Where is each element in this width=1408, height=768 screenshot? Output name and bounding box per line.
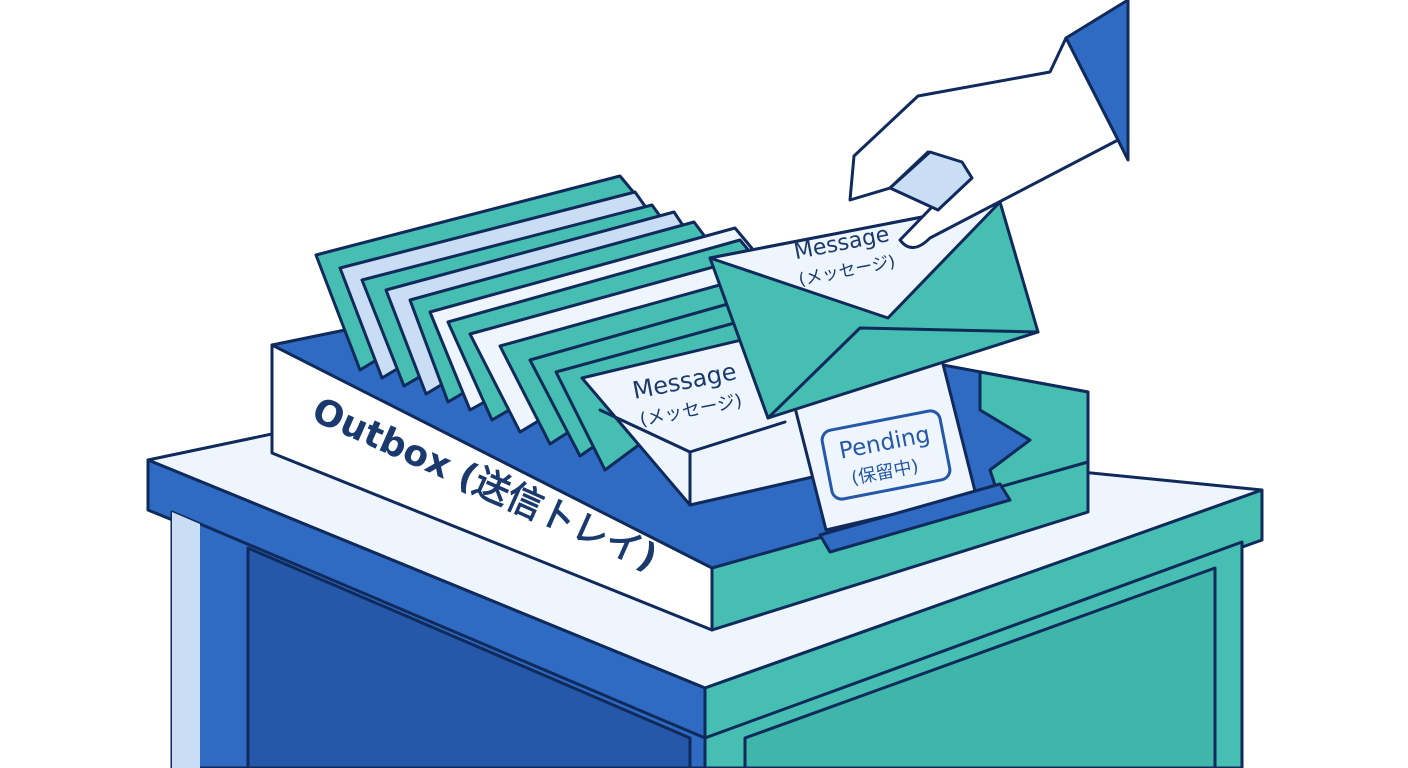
hand-thumb: [888, 150, 974, 212]
cabinet-light-strip: [172, 512, 200, 768]
cabinet-front-panel: [246, 546, 692, 768]
tray-front-slot: [818, 482, 1012, 554]
hand: [848, 0, 1130, 249]
pending-card: Pending (保留中): [788, 358, 978, 532]
desk-top-side-edge: [703, 488, 1264, 740]
held-envelope-fold: [766, 326, 1040, 420]
hand-palm: [848, 36, 1120, 249]
cabinet-side-panel: [743, 566, 1217, 768]
